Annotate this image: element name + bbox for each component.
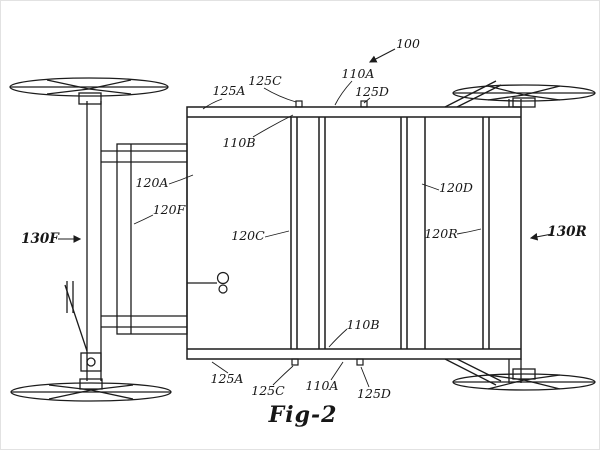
label-125A-bottom: 125A [211,371,244,386]
figure-caption: Fig-2 [268,402,338,428]
reference-arrows [58,48,553,243]
label-125C-bottom: 125C [251,383,285,398]
leader-lines [133,80,482,388]
label-120C: 120C [231,228,265,243]
main-chassis-frame [186,106,522,360]
rail-fasteners [291,100,368,366]
label-125D-bottom: 125D [357,386,391,401]
label-110B-lower: 110B [346,317,379,332]
label-120R: 120R [424,226,457,241]
label-100-overall: 100 [396,36,420,51]
label-120A: 120A [136,175,169,190]
label-125D-top: 125D [355,84,389,99]
label-120F: 120F [153,202,187,217]
label-125A-top: 125A [213,83,246,98]
label-125C-top: 125C [248,73,282,88]
reference-numerals: 100 125A 125C 110A 125D 110B 120A 120F 1… [21,36,587,401]
label-130F: 130F [21,231,60,247]
frame-latch-detail [187,271,230,294]
rear-wheel-top [452,84,596,108]
label-110A-top: 110A [342,66,375,81]
rear-axle-assembly [444,80,522,386]
label-130R: 130R [547,224,586,240]
label-120D: 120D [439,180,473,195]
front-wheel-top [9,77,169,105]
label-110A-bottom: 110A [306,378,339,393]
label-110B-upper: 110B [222,135,255,150]
front-wheel-bottom [10,378,172,402]
front-axle-assembly [64,101,188,381]
rear-wheel-bottom [452,368,596,391]
